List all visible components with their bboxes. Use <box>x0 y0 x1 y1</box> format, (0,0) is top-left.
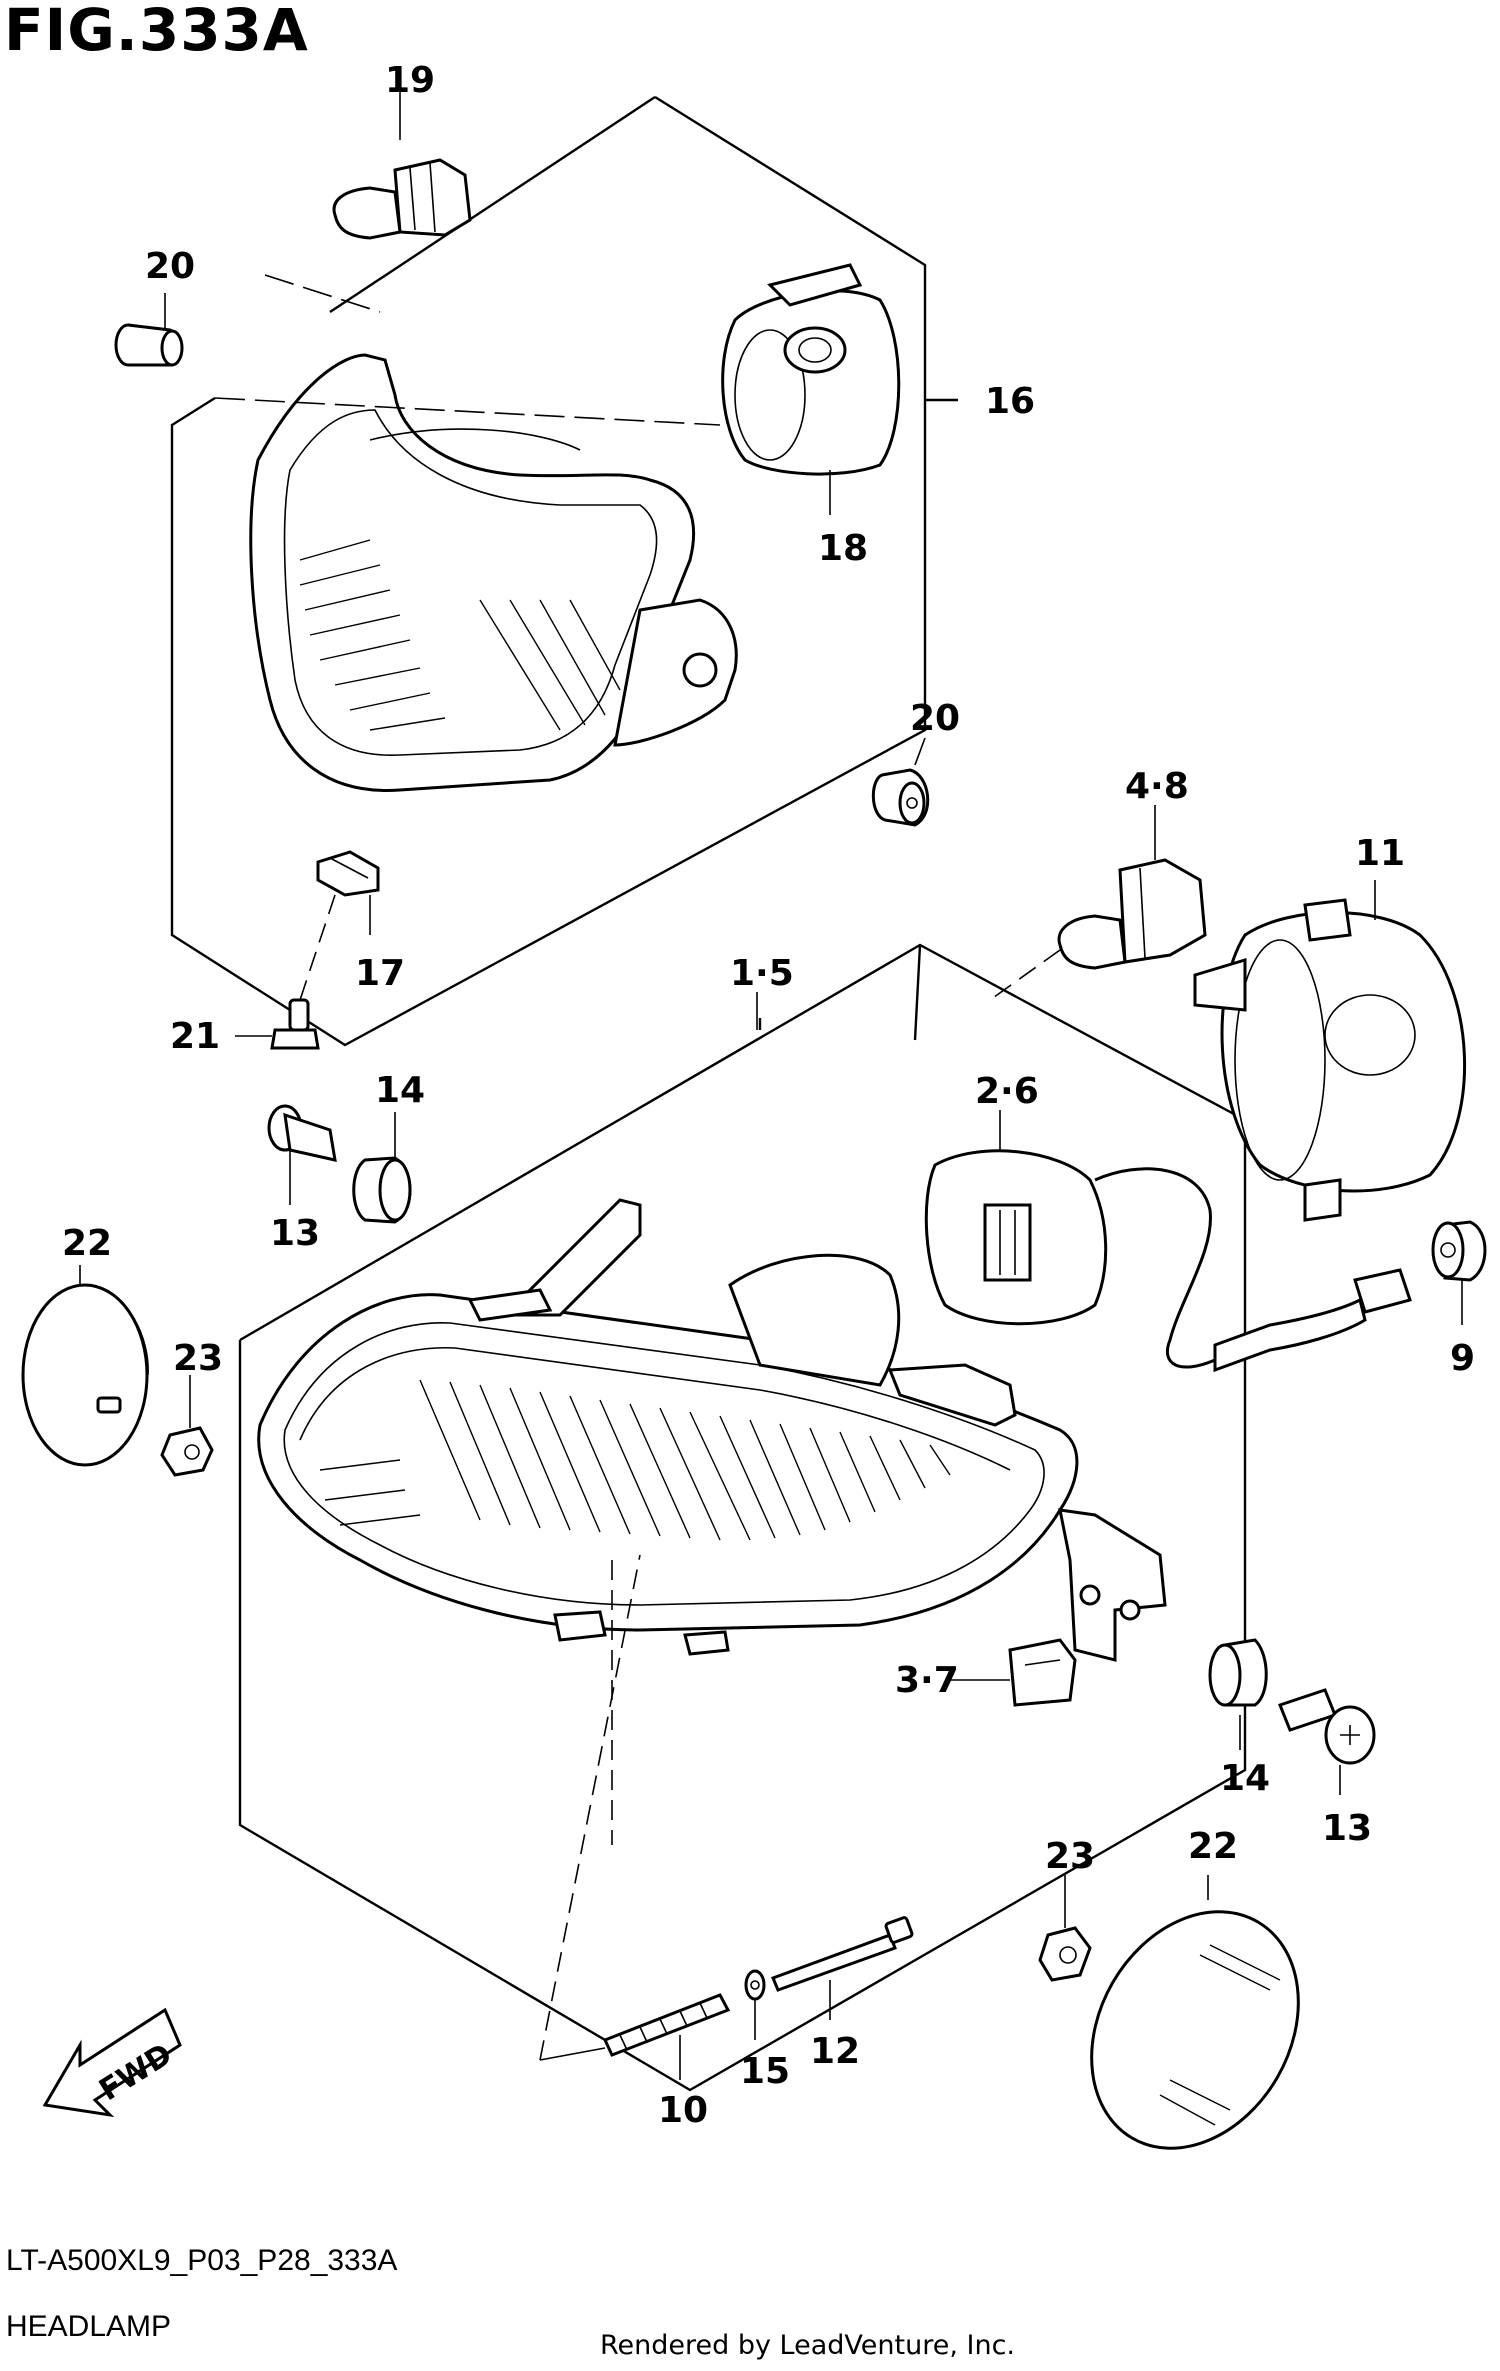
callout-4-8: 4·8 <box>1125 766 1189 807</box>
socket-18 <box>721 263 901 476</box>
render-credit: Rendered by LeadVenture, Inc. <box>600 2330 1016 2361</box>
callout-9: 9 <box>1450 1338 1475 1379</box>
callout-18: 18 <box>818 528 868 569</box>
nut-23-left <box>160 1426 214 1477</box>
grommet-9 <box>1431 1220 1487 1282</box>
callout-19: 19 <box>385 60 435 101</box>
upper-assembly-outline <box>170 95 958 1047</box>
callout-labels: 19 20 16 18 20 17 21 4·8 11 1·5 14 2·6 1… <box>62 60 1475 2131</box>
callout-2-6: 2·6 <box>975 1071 1039 1112</box>
callout-22-right: 22 <box>1188 1826 1238 1867</box>
callout-15: 15 <box>740 2051 790 2092</box>
callout-12: 12 <box>810 2031 860 2072</box>
callout-21: 21 <box>170 1016 220 1057</box>
washer-15 <box>744 1969 766 2001</box>
grommet-20-upper <box>114 323 184 367</box>
fwd-arrow: FWD <box>42 2007 182 2118</box>
bulb-4-8 <box>1057 858 1207 970</box>
callout-20-lower: 20 <box>910 698 960 739</box>
socket-cover-11 <box>1193 898 1467 1222</box>
callout-23-right: 23 <box>1045 1836 1095 1877</box>
callout-13-left: 13 <box>270 1213 320 1254</box>
upper-headlamp-housing <box>249 353 738 792</box>
callout-22-left: 22 <box>62 1223 112 1264</box>
main-headlamp-housing <box>257 1198 1167 1662</box>
callout-3-7: 3·7 <box>895 1660 959 1701</box>
grommet-14-right <box>1208 1638 1268 1707</box>
callout-20-upper: 20 <box>145 246 195 287</box>
bulb-19 <box>332 158 472 240</box>
socket-2-6 <box>924 1149 1412 1373</box>
callout-1-5: 1·5 <box>730 953 794 994</box>
cap-22-left <box>21 1283 149 1467</box>
grommet-20-lower <box>871 768 930 827</box>
callout-10: 10 <box>658 2090 708 2131</box>
callout-11: 11 <box>1355 833 1405 874</box>
clip-17 <box>316 850 380 897</box>
callout-13-right: 13 <box>1322 1808 1372 1849</box>
figure-name: HEADLAMP <box>6 2310 172 2343</box>
callout-17: 17 <box>355 953 405 994</box>
callout-14-right: 14 <box>1220 1758 1270 1799</box>
spring-10 <box>602 1993 731 2057</box>
callout-14-left: 14 <box>375 1070 425 1111</box>
figure-title: FIG.333A <box>4 0 309 64</box>
reflector-22-right <box>1090 1910 1300 2150</box>
grommet-14-left <box>352 1156 412 1224</box>
lower-assembly-outline <box>238 943 1247 2092</box>
callout-16: 16 <box>985 381 1035 422</box>
leader-lines <box>79 77 1463 2080</box>
nut-23-right <box>1038 1926 1092 1982</box>
screw-13-left <box>267 1104 337 1162</box>
clip-3-7 <box>1008 1638 1077 1707</box>
callout-23-left: 23 <box>173 1338 223 1379</box>
figure-code: LT-A500XL9_P03_P28_333A <box>6 2244 398 2277</box>
screw-21 <box>270 998 320 1050</box>
adjusting-screw-12 <box>771 1916 914 1992</box>
screw-13-right <box>1278 1688 1376 1765</box>
